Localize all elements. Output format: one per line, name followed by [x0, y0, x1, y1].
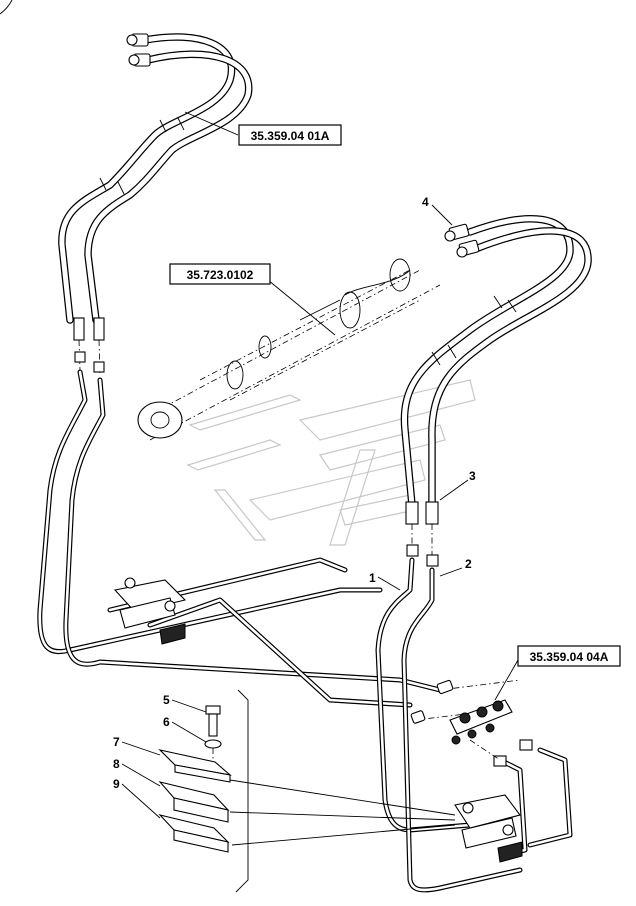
callout-1: 1 — [369, 571, 401, 591]
svg-text:3: 3 — [469, 469, 476, 483]
svg-text:9: 9 — [113, 777, 120, 791]
callout-8: 8 — [113, 757, 161, 787]
callout-6: 6 — [163, 715, 207, 743]
callout-5: 5 — [163, 693, 207, 713]
right-lower-pipes — [375, 557, 573, 893]
upper-left-hoses — [58, 33, 253, 376]
callout-7: 7 — [113, 735, 161, 756]
hydraulic-cylinder — [137, 258, 441, 441]
ref-label-hose-upper: 35.359.04 01A — [184, 111, 342, 146]
svg-text:2: 2 — [465, 557, 472, 571]
svg-text:6: 6 — [163, 715, 170, 729]
svg-text:8: 8 — [113, 757, 120, 771]
svg-text:4: 4 — [422, 195, 429, 209]
watermark-logo — [186, 379, 476, 546]
callout-9: 9 — [113, 777, 161, 819]
callout-4: 4 — [422, 195, 453, 226]
left-pipes — [37, 369, 443, 708]
exploded-clamp-parts — [158, 689, 456, 893]
manifold-block — [410, 679, 521, 761]
ref-label-cylinder: 35.723.0102 — [169, 263, 336, 336]
callout-3: 3 — [439, 469, 476, 501]
svg-text:5: 5 — [163, 693, 170, 707]
svg-text:35.723.0102: 35.723.0102 — [187, 268, 254, 282]
corner-mark — [0, 0, 13, 15]
svg-text:35.359.04 04A: 35.359.04 04A — [530, 650, 609, 664]
separator-line — [235, 689, 249, 893]
svg-text:1: 1 — [369, 571, 376, 585]
ref-label-bracket-block: 35.359.04 04A — [494, 645, 621, 701]
right-upper-hoses — [400, 215, 592, 567]
svg-text:35.359.04 01A: 35.359.04 01A — [251, 129, 330, 143]
svg-text:7: 7 — [113, 735, 120, 749]
callout-2: 2 — [439, 557, 472, 577]
